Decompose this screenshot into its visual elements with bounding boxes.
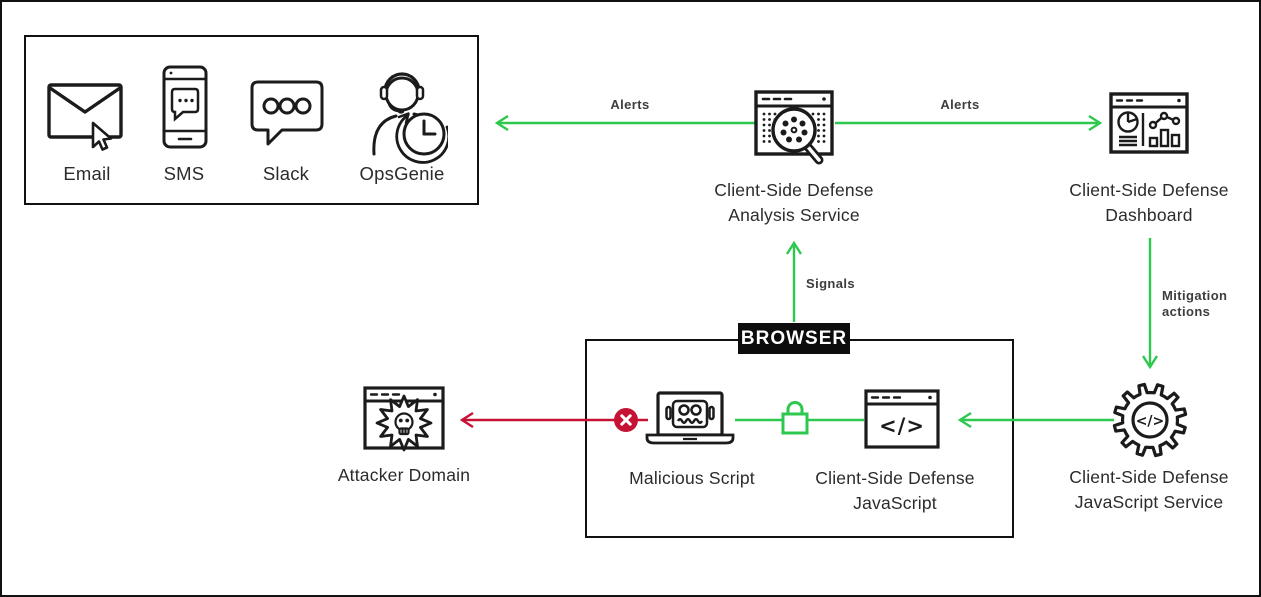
- channel-label-email: Email: [63, 163, 111, 184]
- opsgenie-icon: [372, 72, 448, 164]
- browser-tag: BROWSER: [738, 323, 850, 354]
- node-label-csd-javascript: Client-Side Defense JavaScript: [815, 468, 975, 513]
- channel-label-slack: Slack: [262, 163, 310, 184]
- attacker-domain-icon: [363, 386, 445, 452]
- sms-icon: [162, 65, 208, 149]
- edge-label-signals: Signals: [806, 276, 856, 291]
- edge-label-alerts-left: Alerts: [610, 97, 650, 112]
- arrowhead-signals-up: [785, 240, 803, 255]
- gear-code-icon: </>: [1112, 382, 1188, 458]
- email-icon: [47, 83, 123, 151]
- node-label-attacker-domain: Attacker Domain: [337, 465, 471, 485]
- node-label-analysis-service: Client-Side Defense Analysis Service: [714, 180, 874, 225]
- node-label-dashboard: Client-Side Defense Dashboard: [1069, 180, 1229, 225]
- channel-label-sms: SMS: [163, 163, 205, 184]
- edge-label-mitigation: Mitigation actions: [1162, 288, 1228, 319]
- edge-label-alerts-right: Alerts: [940, 97, 980, 112]
- code-glyph: </>: [879, 414, 925, 438]
- magnifier-dots: [780, 116, 808, 143]
- analysis-service-icon: [754, 90, 834, 165]
- arrowhead-mitigation-down: [1141, 355, 1159, 370]
- malicious-script-icon: [645, 391, 735, 445]
- browser-tag-label: BROWSER: [740, 327, 848, 349]
- dashboard-icon: [1109, 92, 1189, 154]
- node-label-malicious-script: Malicious Script: [629, 468, 755, 488]
- slack-icon: [250, 80, 324, 146]
- arrowhead-alerts-right: [1088, 114, 1103, 132]
- x-circle-icon: [614, 408, 638, 432]
- node-label-js-service: Client-Side Defense JavaScript Service: [1069, 467, 1229, 512]
- robot-face: [665, 399, 715, 429]
- notification-channels-box: Email SMS Slack OpsGenie: [24, 35, 479, 205]
- code-glyph: </>: [1136, 414, 1165, 430]
- lock-icon: [781, 401, 809, 435]
- arrowhead-alerts-left: [494, 114, 509, 132]
- arrowhead-blocked-left: [459, 411, 474, 429]
- channel-label-opsgenie: OpsGenie: [359, 163, 445, 184]
- skull: [394, 412, 414, 436]
- browser-code-icon: </>: [864, 389, 940, 449]
